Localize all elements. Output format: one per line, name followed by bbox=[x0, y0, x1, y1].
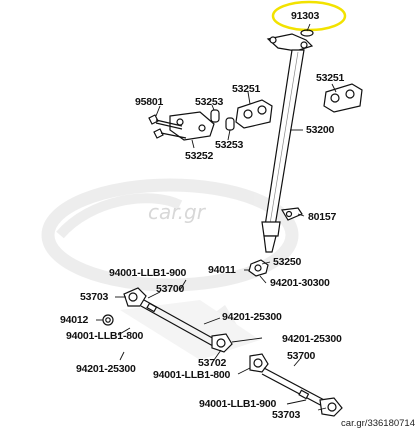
clamp-53251-left bbox=[235, 99, 273, 129]
leader-lines bbox=[96, 23, 337, 411]
label-53250: 53250 bbox=[273, 256, 302, 268]
label-94201-25300-b: 94201-25300 bbox=[282, 333, 342, 345]
label-91303: 91303 bbox=[291, 10, 320, 22]
label-53702: 53702 bbox=[198, 357, 227, 369]
steering-stem-shaft bbox=[261, 49, 305, 253]
label-94201-25300-a: 94201-25300 bbox=[222, 311, 282, 323]
label-53253-bottom: 53253 bbox=[215, 139, 244, 151]
label-53700-lower: 53700 bbox=[287, 350, 316, 362]
label-53252: 53252 bbox=[185, 150, 214, 162]
label-94012: 94012 bbox=[60, 314, 89, 326]
clip-80157 bbox=[281, 207, 303, 221]
tie-rod-lower bbox=[249, 353, 343, 417]
label-53251-right: 53251 bbox=[316, 72, 345, 84]
label-53703-upper: 53703 bbox=[80, 291, 109, 303]
watermark-text: car.gr bbox=[148, 200, 205, 224]
bolt-95801 bbox=[148, 114, 187, 139]
bushing-53253 bbox=[210, 109, 235, 131]
nut-94011 bbox=[248, 259, 269, 277]
label-94001-llb1-900-upper: 94001-LLB1-900 bbox=[109, 267, 187, 279]
label-53700-upper: 53700 bbox=[156, 283, 185, 295]
label-53703-lower: 53703 bbox=[272, 409, 301, 421]
label-94001-llb1-800-bottom: 94001-LLB1-800 bbox=[153, 369, 231, 381]
label-53200: 53200 bbox=[306, 124, 335, 136]
stem-top-plate bbox=[266, 33, 314, 52]
label-95801: 95801 bbox=[135, 96, 164, 108]
label-94201-25300-c: 94201-25300 bbox=[76, 363, 136, 375]
label-94201-30300: 94201-30300 bbox=[270, 277, 330, 289]
label-53251-left: 53251 bbox=[232, 83, 261, 95]
reference-id: car.gr/336180714 bbox=[341, 418, 415, 429]
label-80157: 80157 bbox=[308, 211, 337, 223]
label-94011: 94011 bbox=[208, 264, 236, 276]
tie-rod-upper bbox=[123, 287, 233, 353]
bracket-53252 bbox=[169, 111, 215, 141]
clamp-53251-right bbox=[323, 83, 363, 113]
label-94001-llb1-900-lower: 94001-LLB1-900 bbox=[199, 398, 277, 410]
label-94001-llb1-800-left: 94001-LLB1-800 bbox=[66, 330, 144, 342]
label-53253-top: 53253 bbox=[195, 96, 224, 108]
nut-94012 bbox=[102, 314, 114, 326]
